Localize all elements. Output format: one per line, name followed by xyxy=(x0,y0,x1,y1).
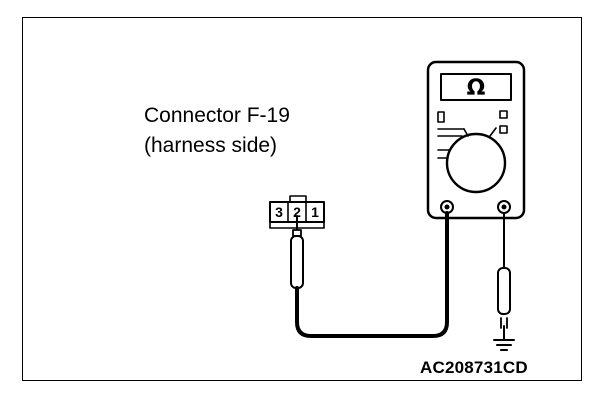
ground-icon xyxy=(493,339,515,351)
connector-pin-1: 1 xyxy=(311,204,319,220)
test-lead-left xyxy=(295,211,449,338)
connector-title: Connector F-19 xyxy=(144,104,290,127)
figure-code: AC208731CD xyxy=(420,358,528,377)
ohmmeter-icon xyxy=(426,60,526,220)
connector-pin-3: 3 xyxy=(275,204,283,220)
ohm-symbol: Ω xyxy=(467,76,486,101)
connector-subtitle: (harness side) xyxy=(144,134,278,157)
connector-pin-2: 2 xyxy=(293,204,301,220)
test-probe-ground xyxy=(497,212,511,341)
test-probe-connector xyxy=(290,215,304,289)
diagram-frame xyxy=(22,17,582,381)
